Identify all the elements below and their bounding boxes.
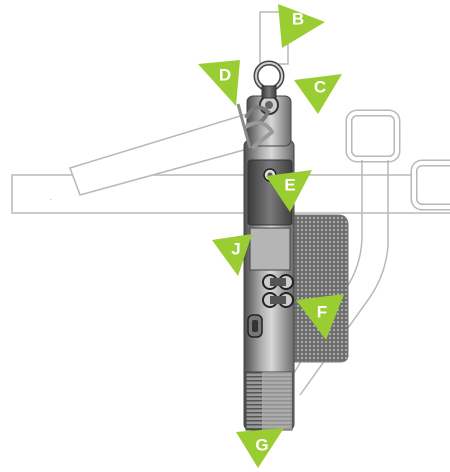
callout-label: D: [219, 65, 231, 84]
strap-line-right: [299, 160, 389, 396]
right-loop-upper: [345, 109, 401, 163]
callout-label: G: [255, 435, 268, 454]
svg-text:.: .: [50, 196, 52, 202]
callout-label: J: [231, 239, 240, 258]
callout-g: G: [236, 428, 284, 468]
grip-pad: [291, 214, 349, 363]
callout-j: J: [212, 234, 252, 276]
callout-label: F: [317, 302, 327, 321]
callout-c: C: [294, 74, 342, 114]
rope-window: [249, 227, 291, 271]
rope-loop-b: [242, 120, 275, 150]
right-loop-lower: [410, 159, 450, 211]
callout-f: F: [296, 294, 344, 340]
connector-links: [262, 274, 294, 308]
callout-label: C: [314, 77, 326, 96]
callout-label: B: [292, 9, 304, 28]
callout-e: E: [266, 170, 312, 212]
callout-d: D: [198, 60, 240, 106]
callout-b: B: [278, 4, 325, 48]
callout-label: E: [284, 175, 295, 194]
